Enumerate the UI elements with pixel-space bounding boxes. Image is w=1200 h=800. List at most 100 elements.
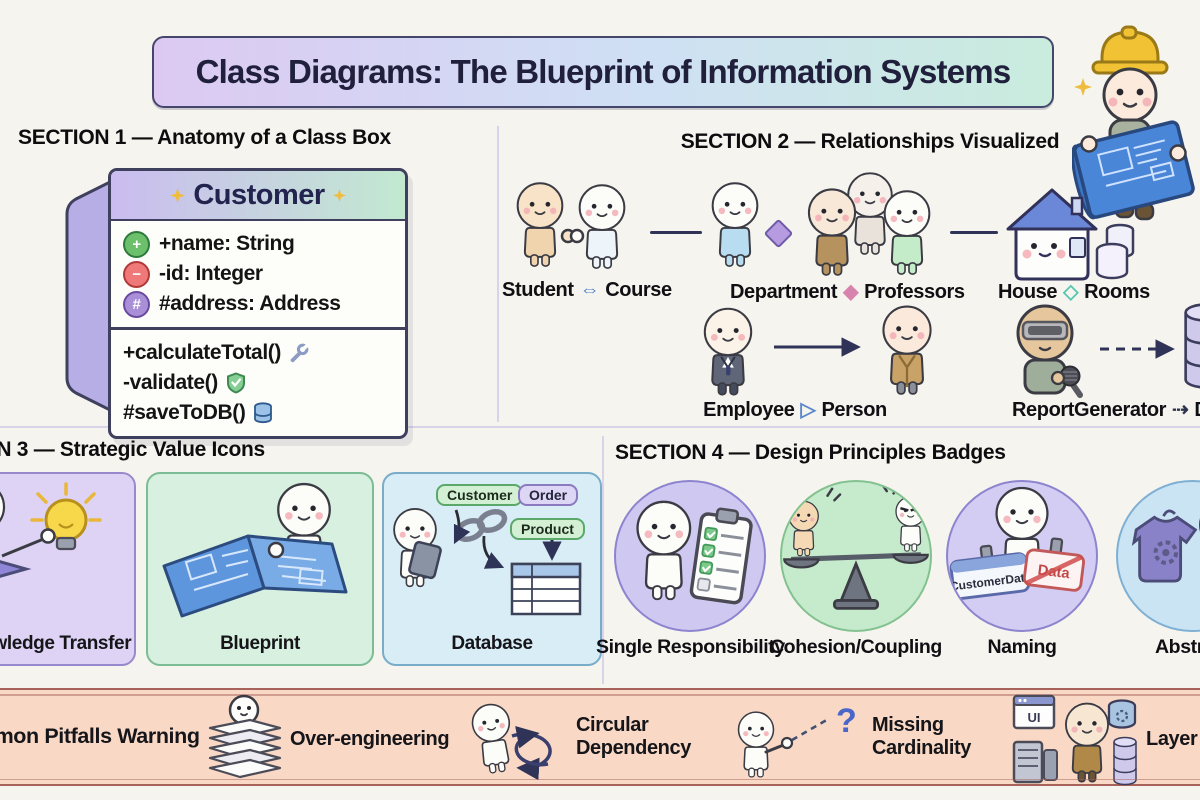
database-icon bbox=[254, 401, 273, 423]
badge-naming: CustomerData Data bbox=[946, 480, 1098, 632]
relationship-label-dependency: ReportGenerator⇢Database bbox=[1012, 399, 1200, 421]
construction-worker-illustration bbox=[1072, 25, 1195, 221]
protected-badge-icon bbox=[123, 290, 150, 318]
report-generator-robot-figure bbox=[1016, 304, 1083, 398]
dashed-arrow-symbol: ⇢ bbox=[1172, 399, 1189, 421]
card-label: Blueprint bbox=[220, 633, 300, 654]
knowledge-transfer-illustration bbox=[0, 480, 102, 578]
private-badge-icon bbox=[123, 260, 150, 288]
employee-figure bbox=[703, 307, 753, 396]
filled-diamond-symbol: ◆ bbox=[843, 281, 859, 303]
open-triangle-symbol: ▷ bbox=[800, 399, 816, 421]
divider-vertical-2 bbox=[602, 436, 604, 684]
svg-text:UI: UI bbox=[1028, 710, 1041, 725]
aggregation-line bbox=[950, 231, 998, 234]
pitfalls-warning-bar: Common Pitfalls Warning Over-engineering… bbox=[0, 688, 1200, 786]
cycle-arrow bbox=[514, 726, 549, 767]
blueprint-book-illustration bbox=[162, 482, 348, 618]
section4-heading: SECTION 4 — Design Principles Badges bbox=[615, 441, 1006, 464]
hanger-icon bbox=[1162, 509, 1176, 517]
over-engineering-illustration bbox=[208, 694, 282, 779]
pitfall-label: Circular Dependency bbox=[576, 714, 691, 759]
entity-pill-customer: Customer bbox=[436, 484, 524, 506]
department-figure bbox=[711, 182, 759, 268]
crossed-out-line bbox=[1024, 554, 1083, 586]
relationship-label-association: Student⇔Course bbox=[502, 279, 672, 301]
compartment-divider bbox=[111, 327, 405, 330]
method-text: #saveToDB() bbox=[123, 400, 246, 424]
title-banner: Class Diagrams: The Blueprint of Informa… bbox=[152, 36, 1054, 108]
association-line bbox=[650, 231, 702, 234]
badge-abstraction bbox=[1116, 480, 1200, 632]
blueprint-scroll bbox=[1072, 120, 1195, 220]
card-blueprint: Blueprint bbox=[146, 472, 374, 666]
attribute-row: +name: String bbox=[123, 229, 393, 259]
inheritance-arrow bbox=[774, 337, 861, 357]
method-row: +calculateTotal() bbox=[123, 338, 393, 368]
checklist-clipboard-icon bbox=[689, 507, 753, 605]
professors-group-illustration bbox=[807, 172, 931, 276]
circular-dependency-illustration bbox=[469, 701, 552, 781]
pitfall-label: Layer bbox=[1146, 728, 1198, 750]
missing-cardinality-illustration: ? bbox=[737, 702, 857, 778]
gear-icon bbox=[1153, 540, 1179, 565]
lightbulb-icon bbox=[30, 482, 102, 551]
clipboard-icon bbox=[408, 540, 442, 580]
wrench-icon bbox=[290, 343, 309, 362]
dashed-relation-line bbox=[791, 716, 831, 742]
naming-signs-illustration: CustomerData Data bbox=[949, 486, 1085, 600]
house-rooms-illustration bbox=[1006, 188, 1135, 281]
student-course-handshake-illustration bbox=[516, 182, 626, 270]
entity-pill-order: Order bbox=[518, 484, 579, 506]
good-name-sign: CustomerData bbox=[949, 544, 1032, 600]
card-knowledge-transfer: Knowledge Transfer bbox=[0, 472, 136, 666]
database-mapping-illustration bbox=[393, 507, 582, 616]
badge-label: Single Responsibility bbox=[596, 636, 785, 658]
sparkle-icon bbox=[1074, 78, 1092, 96]
dependency-dashed-arrow bbox=[1100, 339, 1175, 359]
section3-heading: SECTION 3 — Strategic Value Icons bbox=[0, 438, 265, 461]
divider-vertical-1 bbox=[497, 126, 499, 422]
section2-heading: SECTION 2 — Relationships Visualized bbox=[680, 130, 1060, 153]
class-box-3d-side bbox=[65, 178, 114, 414]
badge-label: Cohesion/Coupling bbox=[770, 636, 942, 658]
class-name: Customer bbox=[193, 178, 325, 211]
card-label: Knowledge Transfer bbox=[0, 633, 132, 654]
chain-link-icon bbox=[454, 508, 508, 543]
section1-heading: SECTION 1 — Anatomy of a Class Box bbox=[18, 126, 391, 149]
attribute-text: -id: Integer bbox=[159, 262, 263, 285]
badge-cohesion-coupling bbox=[780, 480, 932, 632]
checklist-illustration bbox=[636, 500, 753, 605]
balance-scale-illustration bbox=[783, 483, 929, 610]
divider-horizontal bbox=[0, 426, 1200, 428]
attribute-row: #address: Address bbox=[123, 289, 393, 319]
attribute-row: -id: Integer bbox=[123, 259, 393, 289]
double-arrow-symbol: ⇔ bbox=[579, 279, 600, 301]
shield-icon bbox=[226, 371, 245, 394]
question-mark: ? bbox=[836, 702, 857, 740]
gear-cylinder-icon bbox=[1107, 699, 1137, 729]
ui-window-icon: UI bbox=[1012, 694, 1056, 730]
database-stack-icon bbox=[1113, 736, 1137, 786]
person-figure bbox=[882, 305, 932, 395]
attributes-compartment: +name: String -id: Integer #address: Add… bbox=[111, 221, 405, 327]
relationship-label-inheritance: Employee▷Person bbox=[703, 399, 887, 421]
card-database: Customer Order Product Database bbox=[382, 472, 602, 666]
badge-label: Naming bbox=[987, 636, 1057, 658]
page-title: Class Diagrams: The Blueprint of Informa… bbox=[195, 53, 1012, 90]
composition-diamond bbox=[763, 218, 794, 249]
pitfall-label: Over-engineering bbox=[290, 728, 450, 750]
sparkle-icon bbox=[170, 188, 185, 203]
class-name-header: Customer bbox=[111, 171, 405, 221]
method-text: +calculateTotal() bbox=[123, 340, 281, 364]
attribute-text: #address: Address bbox=[159, 292, 341, 315]
open-diamond-symbol: ◇ bbox=[1063, 281, 1079, 303]
table-icon bbox=[510, 562, 582, 616]
card-label: Database bbox=[451, 633, 533, 654]
uml-class-box: Customer +name: String -id: Integer #add… bbox=[64, 168, 408, 439]
badge-single-responsibility bbox=[614, 480, 766, 632]
method-row: #saveToDB() bbox=[123, 398, 393, 428]
methods-compartment: +calculateTotal() -validate() #saveToDB(… bbox=[111, 330, 405, 436]
abstraction-illustration bbox=[1131, 500, 1200, 591]
